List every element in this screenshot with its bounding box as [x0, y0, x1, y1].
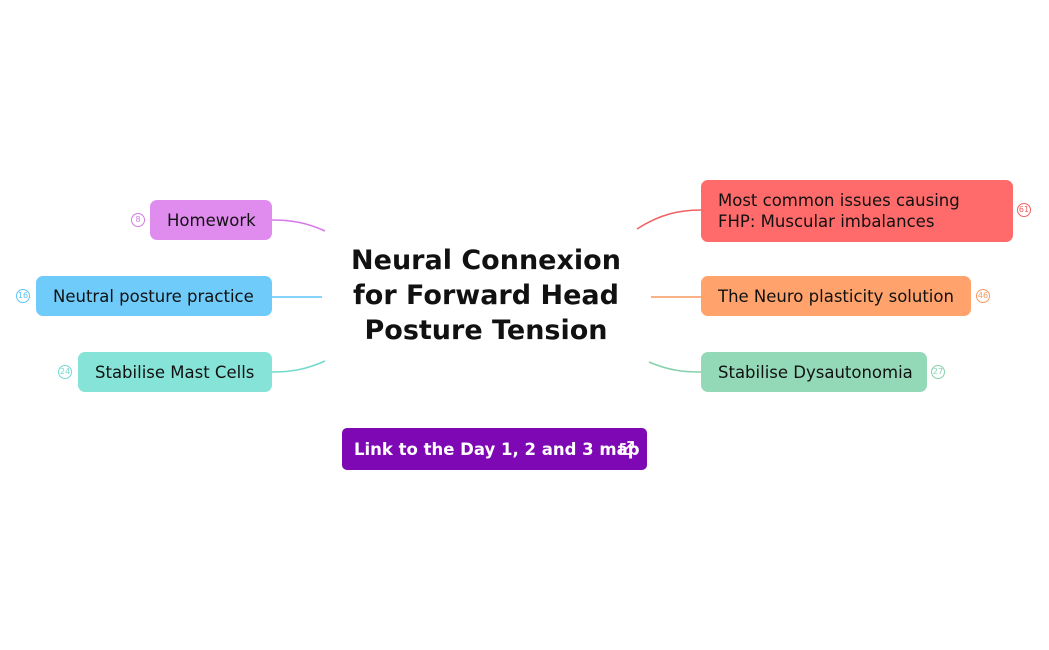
dysautonomia-count-badge[interactable]: 27	[931, 365, 945, 379]
connector-dysautonomia	[648, 361, 702, 373]
day-map-link-label: Link to the Day 1, 2 and 3 map	[354, 439, 640, 459]
topic-homework[interactable]: Homework	[150, 200, 272, 240]
topic-stabilise-dysautonomia[interactable]: Stabilise Dysautonomia	[701, 352, 927, 392]
topic-fhp-issues[interactable]: Most common issues causing FHP: Muscular…	[701, 180, 1013, 242]
central-topic-line-2: for Forward Head	[353, 280, 619, 311]
connector-fhp-issues	[636, 209, 702, 230]
topic-stabilise-dysautonomia-label: Stabilise Dysautonomia	[718, 362, 913, 382]
topic-neuro-plasticity-solution-label: The Neuro plasticity solution	[718, 286, 954, 306]
topic-neutral-posture-practice[interactable]: Neutral posture practice	[36, 276, 272, 316]
topic-stabilise-mast-cells-label: Stabilise Mast Cells	[95, 362, 255, 382]
topic-neuro-plasticity-solution[interactable]: The Neuro plasticity solution	[701, 276, 971, 316]
connector-homework	[271, 219, 326, 232]
central-topic-line-1: Neural Connexion	[351, 245, 621, 276]
topic-fhp-issues-label: Most common issues causing FHP: Muscular…	[718, 191, 960, 231]
topic-stabilise-mast-cells[interactable]: Stabilise Mast Cells	[78, 352, 272, 392]
neutral-posture-count-badge[interactable]: 16	[16, 289, 30, 303]
central-topic-line-3: Posture Tension	[364, 315, 608, 346]
central-topic[interactable]: Neural Connexion for Forward Head Postur…	[330, 243, 642, 348]
fhp-issues-count-badge[interactable]: 61	[1017, 203, 1031, 217]
topic-neutral-posture-practice-label: Neutral posture practice	[53, 286, 254, 306]
day-map-link-button[interactable]: Link to the Day 1, 2 and 3 map	[342, 428, 647, 470]
topic-homework-label: Homework	[167, 210, 256, 230]
connector-mast-cells	[271, 360, 326, 373]
external-link-icon	[620, 441, 634, 455]
mast-cells-count-badge[interactable]: 24	[58, 365, 72, 379]
homework-count-badge[interactable]: 8	[131, 213, 145, 227]
neuro-plasticity-count-badge[interactable]: 46	[976, 289, 990, 303]
